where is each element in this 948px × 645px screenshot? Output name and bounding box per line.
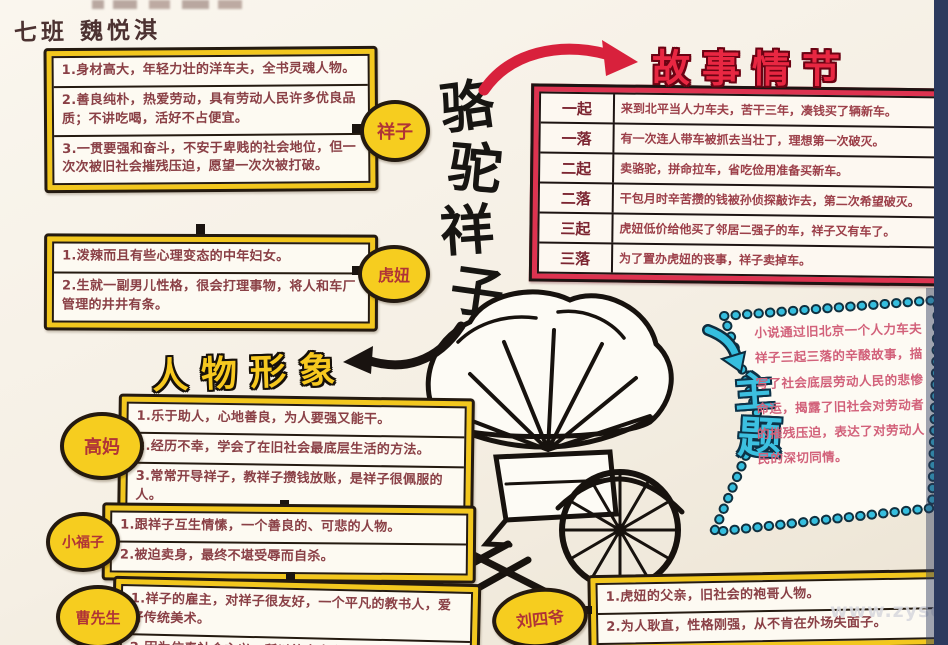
rickshaw-drawing <box>372 289 685 636</box>
plot-section-title: 故事情节 <box>651 46 853 92</box>
plot-row: 二落 干包月时辛苦攒的钱被孙侦探敲诈去，第二次希望破灭。 <box>539 181 944 217</box>
plot-row: 一落 有一次连人带车被抓去当壮丁，理想第一次破灭。 <box>540 121 945 157</box>
cropped-handwriting <box>92 0 242 9</box>
student-signature: 七班 魏悦淇 <box>13 17 162 47</box>
book-title-char: 驼 <box>445 134 505 203</box>
plot-desc: 卖骆驼，拼命拉车，省吃俭用准备买新车。 <box>620 161 849 179</box>
tag-huniu: 虎妞 <box>358 245 430 303</box>
xiangzi-line: 1.身材高大，年轻力壮的洋车夫，全书灵魂人物。 <box>61 60 356 79</box>
cao-line: 1.祥子的雇主，对祥子很友好，一个平凡的教书人，爱好传统美术。 <box>130 591 452 627</box>
panel-huniu: 1.泼辣而且有些心理变态的中年妇女。 2.生就一副男儿性格，很会打理事物，将人和… <box>43 233 379 332</box>
plot-row: 二起 卖骆驼，拼命拉车，省吃俭用准备买新车。 <box>540 151 945 187</box>
plot-desc: 有一次连人带车被抓去当壮丁，理想第一次破灭。 <box>620 131 885 149</box>
plot-stage: 二起 <box>540 153 615 183</box>
arrow-to-theme <box>702 324 747 374</box>
connector <box>196 224 205 239</box>
plot-table: 一起 来到北平当人力车夫，苦干三年，凑钱买了辆新车。 一落 有一次连人带车被抓去… <box>528 83 948 287</box>
xiaofuzi-line: 2.被迫卖身，最终不堪受辱而自杀。 <box>111 540 467 574</box>
tag-xiangzi: 祥子 <box>360 100 430 162</box>
photo-edge-shadow <box>926 288 936 645</box>
arrow-to-characters <box>343 321 466 374</box>
book-title-char: 祥 <box>437 197 497 265</box>
photo-edge <box>934 0 948 645</box>
huniu-line: 1.泼辣而且有些心理变态的中年妇女。 <box>62 248 290 265</box>
theme-text: 小说通过旧北京一个人力车夫祥子三起三落的辛酸故事，描写了社会底层劳动人民的悲惨命… <box>754 320 925 467</box>
plot-desc: 为了置办虎妞的丧事，祥子卖掉车。 <box>619 251 812 268</box>
plot-stage: 三起 <box>539 213 614 243</box>
plot-stage: 二落 <box>539 183 614 213</box>
xiaofuzi-line: 1.跟祥子互生情愫，一个善良的、可悲的人物。 <box>120 517 401 535</box>
connector <box>352 124 366 133</box>
xiangzi-line: 2.善良纯朴，热爱劳动，具有劳动人民许多优良品质；不讲吃喝，活好不占便宜。 <box>53 83 369 135</box>
theme-scroll <box>706 294 944 538</box>
book-title-char: 子 <box>445 257 509 328</box>
plot-desc: 干包月时辛苦攒的钱被孙侦探敲诈去，第二次希望破灭。 <box>619 191 920 210</box>
plot-desc: 来到北平当人力车夫，苦干三年，凑钱买了辆新车。 <box>620 101 898 119</box>
plot-desc: 虎妞低价给他买了邻居二强子的车，祥子又有车了。 <box>619 221 896 239</box>
tag-gaoma: 高妈 <box>60 412 144 480</box>
gaoma-line: 2.经历不幸，学会了在旧社会最底层生活的方法。 <box>127 431 465 467</box>
characters-section-title: 人物形象 <box>151 349 349 398</box>
panel-cao: 1.祥子的雇主，对祥子很友好，一个平凡的教书人，爱好传统美术。 2.因为信奉社会… <box>110 575 482 645</box>
panel-xiangzi: 1.身材高大，年轻力壮的洋车夫，全书灵魂人物。 2.善良纯朴，热爱劳动，具有劳动… <box>43 45 379 194</box>
huniu-line: 2.生就一副男儿性格，很会打理事物，将人和车厂管理的井井有条。 <box>53 271 369 322</box>
tag-cao: 曹先生 <box>56 585 140 645</box>
xiangzi-line: 3.一贯要强和奋斗，不安于卑贱的社会地位，但一次次被旧社会摧残压迫，愿望一次次被… <box>54 132 369 184</box>
plot-stage: 一落 <box>540 123 615 153</box>
tag-xiaofuzi: 小福子 <box>46 512 120 572</box>
plot-stage: 三落 <box>538 243 614 273</box>
plot-row: 三起 虎妞低价给他买了邻居二强子的车，祥子又有车了。 <box>539 211 944 247</box>
book-title: 骆 驼 祥 子 <box>436 72 508 327</box>
arrow-to-plot <box>478 40 638 96</box>
plot-row: 三落 为了置办虎妞的丧事，祥子卖掉车。 <box>538 241 944 277</box>
watermark: www.zyscb.com <box>830 600 948 622</box>
